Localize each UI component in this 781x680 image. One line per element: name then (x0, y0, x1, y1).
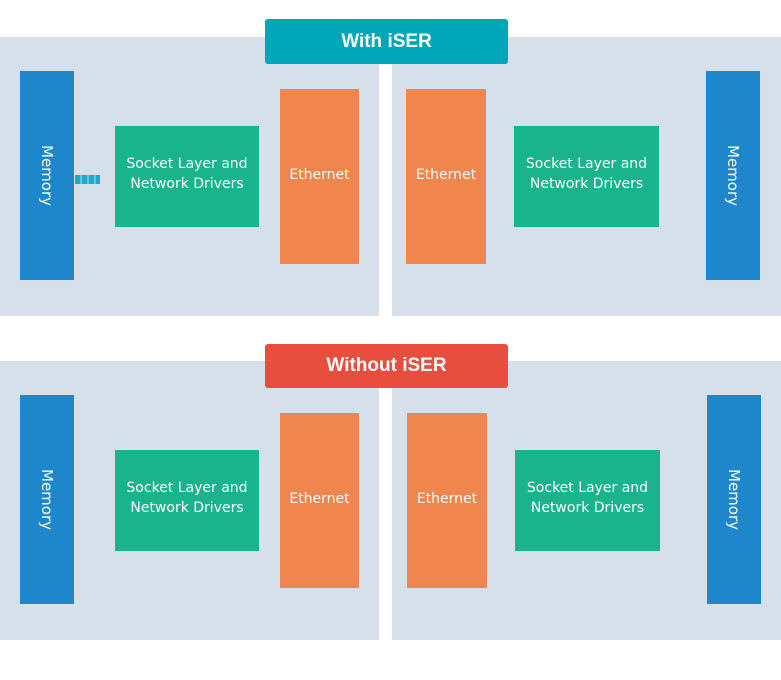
memory-label: Memory (725, 468, 743, 530)
ethernet-block: Ethernet (280, 413, 359, 588)
memory-label: Memory (724, 144, 742, 206)
memory-label: Memory (38, 468, 56, 530)
socket-layer-block: Socket Layer and Network Drivers (115, 450, 259, 551)
memory-block: Memory (20, 71, 74, 280)
memory-block: Memory (707, 395, 761, 604)
ethernet-block: Ethernet (280, 89, 359, 264)
memory-block: Memory (20, 395, 74, 604)
socket-layer-block: Socket Layer and Network Drivers (514, 126, 659, 227)
socket-layer-block: Socket Layer and Network Drivers (115, 126, 259, 227)
ethernet-block: Ethernet (407, 413, 487, 588)
socket-layer-block: Socket Layer and Network Drivers (515, 450, 660, 551)
section-title: Without iSER (265, 344, 508, 388)
memory-block: Memory (706, 71, 760, 280)
section-title: With iSER (265, 19, 508, 64)
ethernet-block: Ethernet (406, 89, 486, 264)
memory-label: Memory (38, 144, 56, 206)
dotted-connector (75, 175, 100, 184)
